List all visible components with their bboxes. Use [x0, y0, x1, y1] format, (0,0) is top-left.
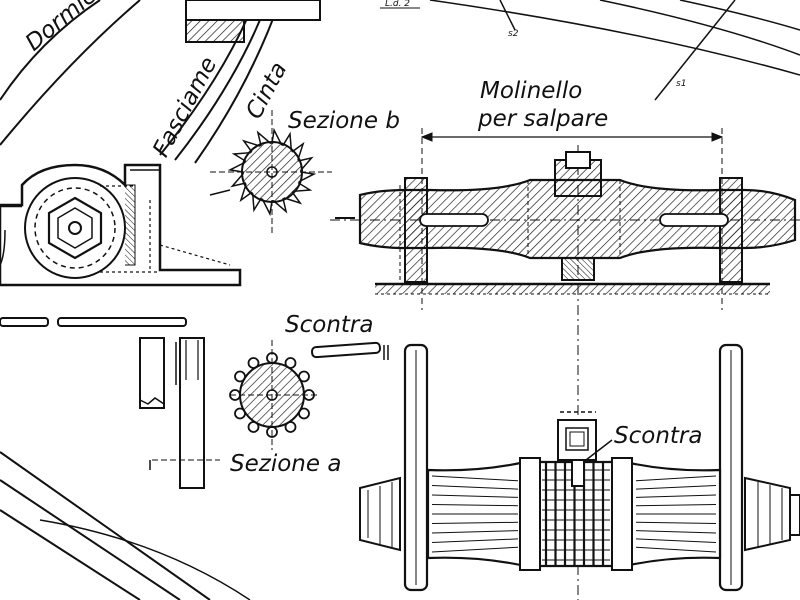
bottom-left-lines [0, 451, 251, 600]
drum-stave [431, 485, 519, 490]
drum-stave [431, 521, 519, 524]
label-scontra-left: Scontra [285, 312, 374, 338]
label-molinello: Molinello [480, 78, 583, 104]
deck-beam-section [185, 0, 321, 43]
top-right-arcs [380, 0, 800, 101]
pawl-parts [0, 317, 389, 489]
drum-stave [635, 475, 717, 482]
drum-stave [635, 504, 717, 507]
label-scontra-right: Scontra [614, 423, 703, 449]
drum-stave [431, 494, 519, 498]
windlass-elevation [330, 128, 800, 600]
misc-lines [149, 189, 355, 470]
drum-stave [431, 546, 519, 553]
label-ref-s1: s1 [676, 79, 687, 89]
drum-stave [635, 485, 717, 490]
label-ref-s2: s2 [508, 29, 519, 39]
drum-stave [635, 494, 717, 498]
drum-stave [431, 475, 519, 482]
section-b-gear [210, 110, 332, 234]
label-sezione-a: Sezione a [230, 451, 342, 477]
drum-stave [431, 530, 519, 534]
label-top-ref: L.d. 2 [385, 0, 411, 9]
windlass-plan [359, 343, 800, 592]
bearing-block [0, 163, 242, 287]
drum-stave [431, 504, 519, 507]
drum-stave [635, 521, 717, 524]
section-a-gear [229, 340, 318, 450]
drum-stave [635, 530, 717, 534]
drum-stave [635, 546, 717, 553]
drum-stave [431, 538, 519, 543]
label-sezione-b: Sezione b [288, 108, 400, 134]
label-per-salpare: per salpare [478, 106, 609, 132]
drum-stave [635, 538, 717, 543]
